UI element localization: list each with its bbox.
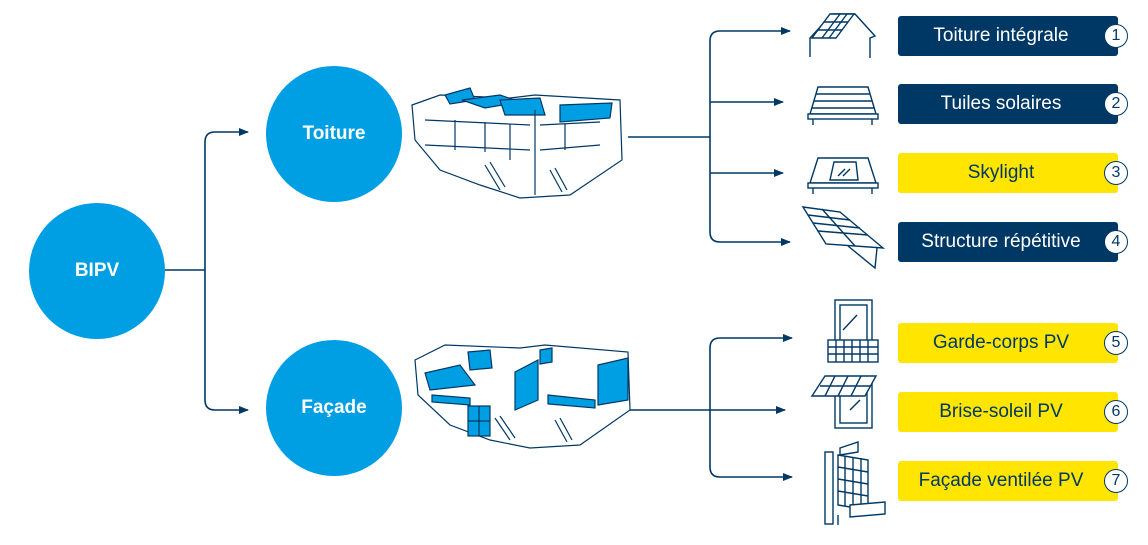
badge-number: 4	[1111, 233, 1121, 250]
application-number-badge-1: 1	[1104, 24, 1128, 48]
application-text: Tuiles solaires	[940, 93, 1062, 114]
application-label-4: Structure répétitive	[898, 222, 1118, 262]
bipv-root-label: BIPV	[74, 260, 120, 281]
application-number-badge-4: 4	[1104, 230, 1128, 254]
integrated-roof-icon	[809, 13, 877, 58]
application-label-7: Façade ventilée PV	[898, 461, 1118, 501]
ventilated-facade-icon	[824, 441, 886, 525]
pv-sunshade-icon	[810, 375, 878, 429]
badge-number: 3	[1111, 164, 1121, 181]
badge-number: 7	[1111, 472, 1121, 489]
application-number-badge-2: 2	[1104, 92, 1128, 116]
branch-label-toiture: Toiture	[302, 123, 366, 144]
connector-app-7	[709, 410, 793, 481]
application-text: Brise-soleil PV	[939, 401, 1063, 422]
connector-bipv-facade	[204, 270, 249, 414]
application-text: Skylight	[967, 162, 1035, 183]
application-label-3: Skylight	[898, 153, 1118, 193]
application-label-6: Brise-soleil PV	[898, 392, 1118, 432]
application-number-badge-5: 5	[1104, 331, 1128, 355]
badge-number: 5	[1111, 334, 1121, 351]
application-number-badge-7: 7	[1104, 469, 1128, 493]
connector-app-4	[709, 137, 791, 246]
pv-railing-icon	[827, 299, 879, 363]
skylight-icon	[807, 157, 879, 194]
house-facade-highlighted-illustration	[414, 344, 631, 449]
solar-tiles-icon	[807, 86, 879, 125]
bipv-root-node: BIPV	[29, 203, 165, 339]
branch-label-facade: Façade	[301, 397, 367, 418]
connector-bipv-toiture	[204, 128, 249, 270]
badge-number: 6	[1111, 403, 1121, 420]
badge-number: 2	[1111, 95, 1121, 112]
application-label-5: Garde-corps PV	[898, 323, 1118, 363]
application-text: Façade ventilée PV	[918, 470, 1084, 491]
application-text: Structure répétitive	[921, 231, 1081, 252]
application-text: Garde-corps PV	[932, 332, 1070, 353]
branch-node-toiture: Toiture	[266, 66, 402, 202]
house-roof-highlighted-illustration	[411, 87, 623, 199]
connector-app-5	[709, 334, 793, 410]
application-text: Toiture intégrale	[933, 25, 1069, 46]
application-label-1: Toiture intégrale	[898, 16, 1118, 56]
repetitive-structure-icon	[801, 206, 886, 270]
application-number-badge-6: 6	[1104, 400, 1128, 424]
badge-number: 1	[1111, 27, 1121, 44]
connector-app-1	[709, 27, 791, 137]
application-number-badge-3: 3	[1104, 161, 1128, 185]
branch-node-facade: Façade	[266, 340, 402, 476]
application-label-2: Tuiles solaires	[898, 84, 1118, 124]
